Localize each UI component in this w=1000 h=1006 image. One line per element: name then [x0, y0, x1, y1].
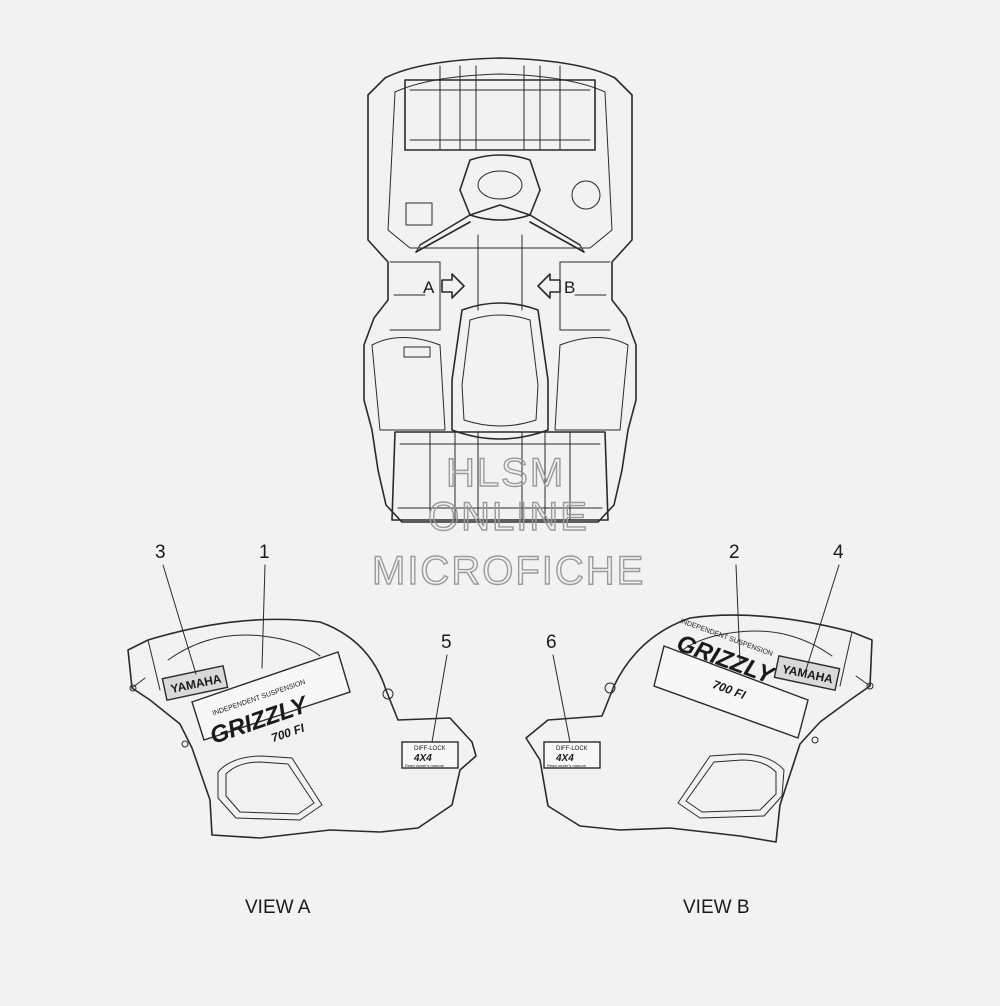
callout-4: 4: [833, 542, 844, 563]
view-b-label: VIEW B: [683, 897, 750, 918]
view-a-arrow: [441, 273, 465, 299]
view-b-arrow: [537, 273, 561, 299]
svg-text:4X4: 4X4: [555, 753, 574, 764]
view-a-label: VIEW A: [245, 897, 311, 918]
svg-text:DIFF-LOCK: DIFF-LOCK: [556, 746, 588, 752]
arrow-label-a: A: [423, 278, 435, 297]
svg-text:DIFF-LOCK: DIFF-LOCK: [414, 746, 446, 752]
diff-lock-decal-left: DIFF-LOCK 4X4 Read owner's manual: [401, 741, 459, 769]
callout-1: 1: [259, 542, 270, 563]
callout-leaders: [162, 564, 840, 743]
svg-text:Read owner's manual: Read owner's manual: [405, 763, 444, 768]
callout-6: 6: [546, 632, 557, 653]
view-a-panel: YAMAHA INDEPENDENT SUSPENSION GRIZZLY 70…: [127, 618, 477, 839]
view-b-panel: YAMAHA INDEPENDENT SUSPENSION GRIZZLY 70…: [525, 614, 874, 843]
callout-2: 2: [729, 542, 740, 563]
svg-text:4X4: 4X4: [413, 753, 432, 764]
svg-text:MICROFICHE: MICROFICHE: [372, 549, 645, 593]
svg-text:ONLINE: ONLINE: [428, 495, 589, 539]
callout-5: 5: [441, 632, 452, 653]
arrow-label-b: B: [564, 278, 575, 297]
yamaha-decal-right: YAMAHA: [773, 654, 841, 692]
yamaha-decal-left: YAMAHA: [161, 664, 229, 702]
atv-top-view: A B: [363, 57, 637, 523]
svg-text:Read owner's manual: Read owner's manual: [547, 763, 586, 768]
svg-text:HLSM: HLSM: [446, 451, 565, 495]
watermark: HLSM ONLINE MICROFICHE: [371, 450, 645, 593]
diff-lock-decal-right: DIFF-LOCK 4X4 Read owner's manual: [543, 741, 601, 769]
callout-3: 3: [155, 542, 166, 563]
